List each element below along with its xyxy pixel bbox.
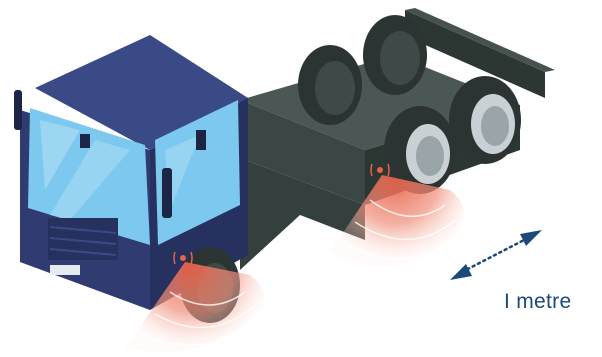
rear-tyre-front-2 bbox=[449, 76, 521, 164]
distance-label: I metre bbox=[504, 290, 571, 314]
rear-tyre-back-1 bbox=[298, 45, 362, 125]
double-arrow-icon bbox=[450, 230, 542, 280]
rear-tyre-back-2 bbox=[363, 15, 427, 95]
